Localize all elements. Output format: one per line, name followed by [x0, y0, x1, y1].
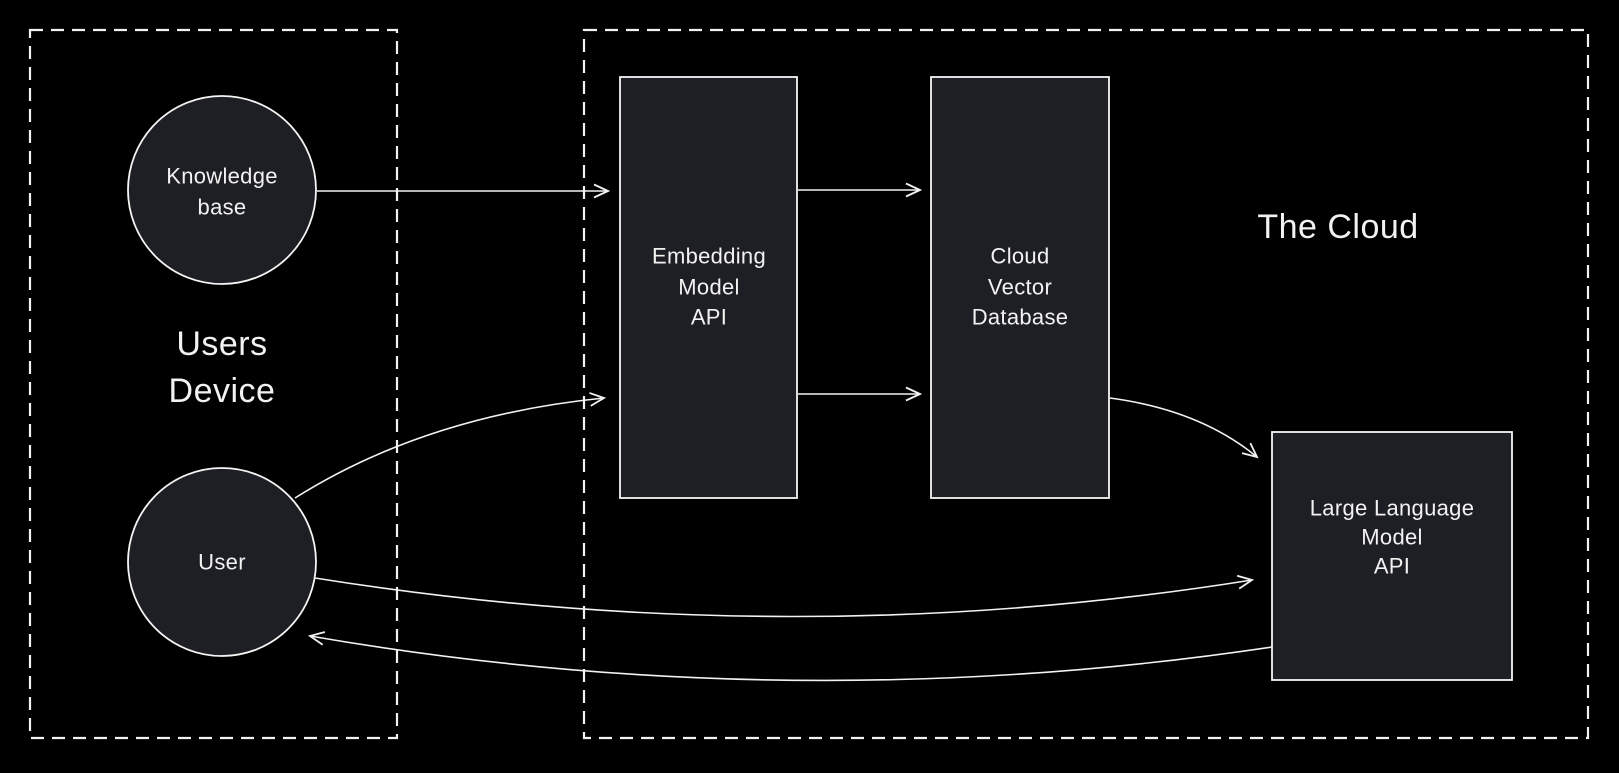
llm-label-line1: Large Language [1310, 496, 1474, 521]
vector-db-label-line3: Database [972, 305, 1069, 330]
the-cloud-label: The Cloud [1257, 208, 1418, 246]
knowledge-base-circle [127, 95, 317, 285]
embedding-model-api-rect [619, 76, 798, 499]
embedding-model-api-node: Embedding Model API [619, 76, 798, 499]
cloud-vector-database-rect [930, 76, 1110, 499]
vector-db-label-line2: Vector [988, 275, 1052, 300]
embedding-label-line1: Embedding [652, 244, 766, 269]
embedding-label-line3: API [691, 305, 727, 330]
knowledge-base-label-line1: Knowledge [166, 164, 278, 189]
large-language-model-api-node: Large Language Model API [1271, 431, 1513, 681]
knowledge-base-label-line2: base [198, 195, 247, 220]
embedding-label-line2: Model [678, 275, 739, 300]
edge-vector-db-to-llm [1109, 397, 1257, 457]
users-device-boundary [28, 28, 399, 740]
user-circle [127, 467, 317, 657]
user-node: User [127, 467, 317, 657]
vector-db-label-line1: Cloud [991, 244, 1050, 269]
users-device-group-label: Users Device [169, 325, 276, 410]
users-device-label-line2: Device [169, 372, 276, 410]
edge-llm-to-user [310, 636, 1273, 682]
knowledge-base-node: Knowledge base [127, 95, 317, 285]
edge-user-to-embedding [294, 398, 604, 499]
users-device-label-line1: Users [176, 325, 267, 363]
llm-label-line2: Model [1361, 525, 1422, 550]
cloud-vector-database-node: Cloud Vector Database [930, 76, 1110, 499]
large-language-model-api-rect [1271, 431, 1513, 681]
user-label: User [198, 550, 246, 575]
cloud-boundary [582, 28, 1590, 740]
llm-label-line3: API [1374, 554, 1410, 579]
edge-user-to-llm [314, 578, 1252, 618]
